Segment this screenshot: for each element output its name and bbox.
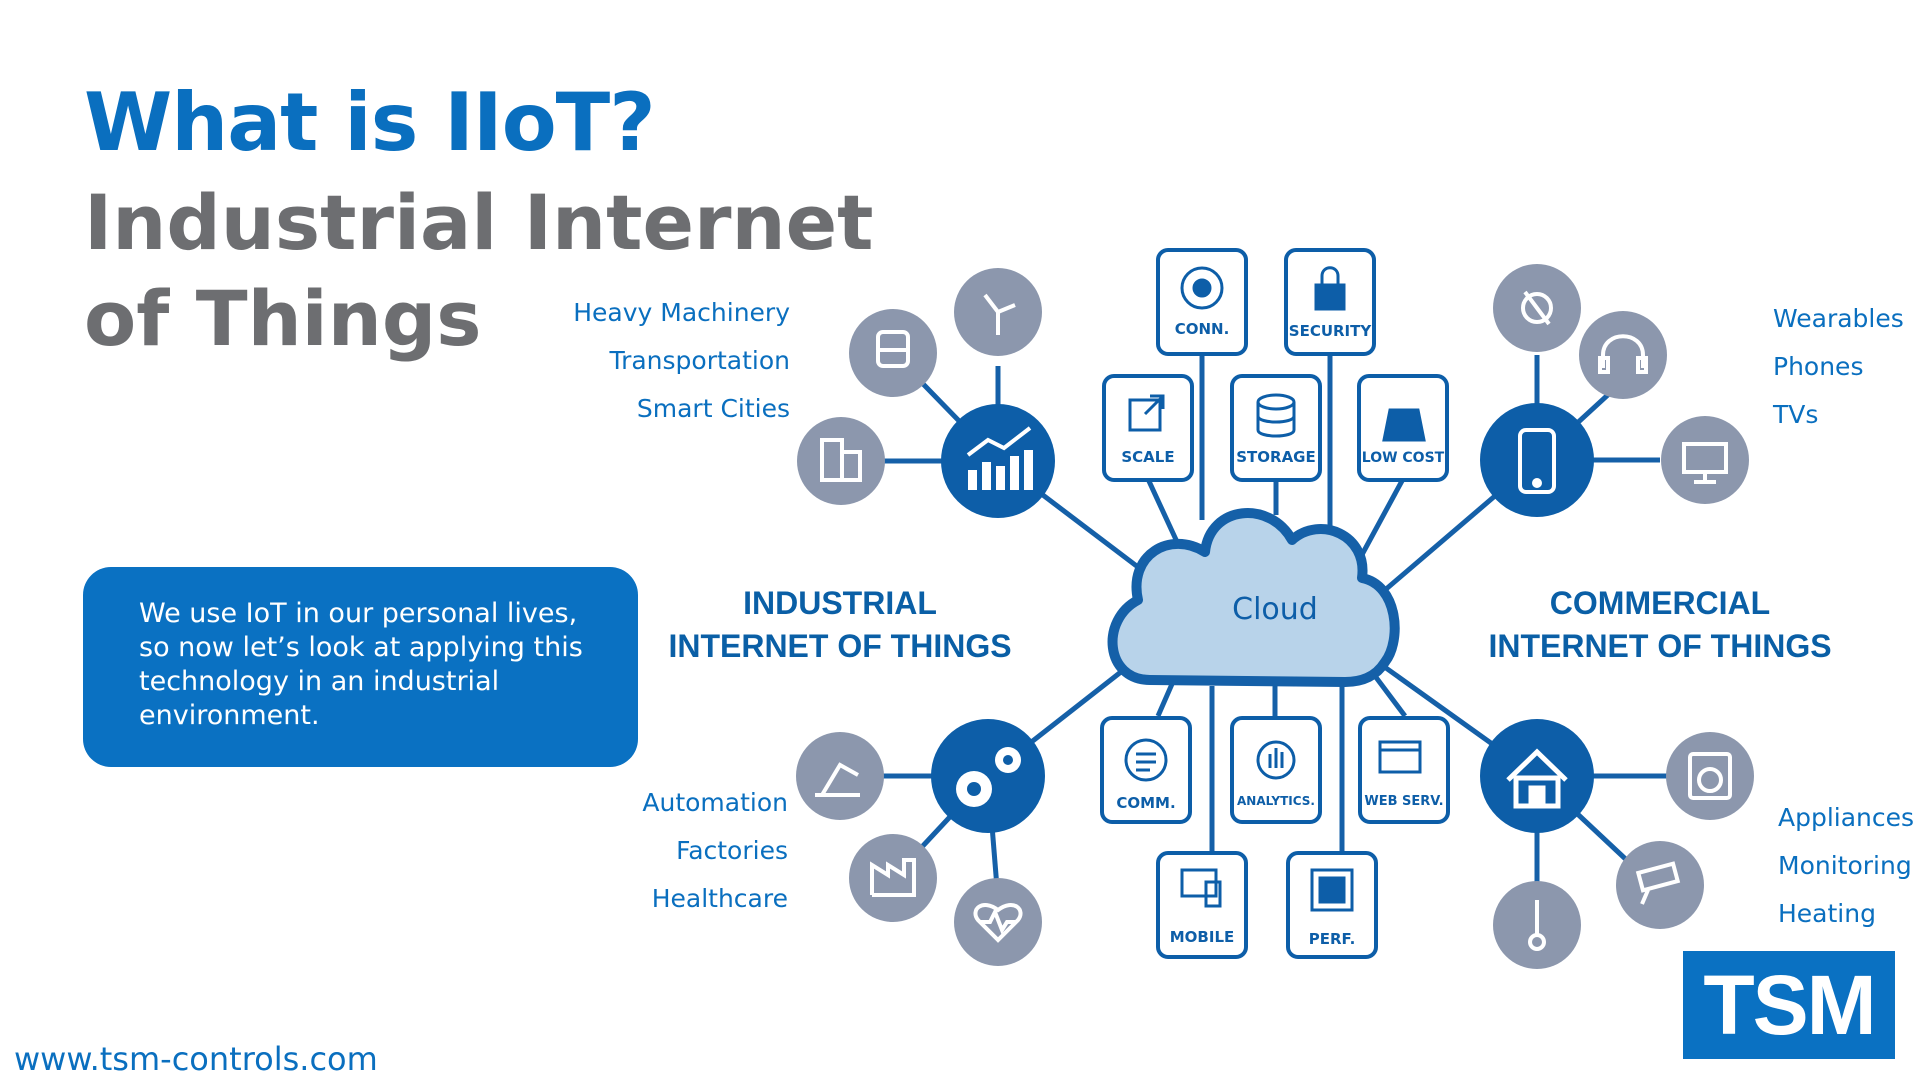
- heart-monitor-icon: [973, 903, 1023, 943]
- gears-icon: [956, 747, 1021, 807]
- label-heavy-machinery: Heavy Machinery: [573, 298, 790, 327]
- label-tvs: TVs: [1773, 400, 1819, 429]
- box-label-mobile: MOBILE: [1169, 928, 1235, 946]
- tsm-logo: TSM: [1683, 951, 1895, 1059]
- label-automation: Automation: [642, 788, 788, 817]
- headphones-icon: [1598, 334, 1648, 374]
- box-label-low-cost: LOW COST: [1361, 450, 1445, 466]
- page-title: What is IIoT?: [84, 76, 656, 169]
- phone-icon: [1518, 428, 1556, 494]
- label-smart-cities: Smart Cities: [636, 394, 790, 423]
- box-label-comm: COMM.: [1116, 794, 1176, 812]
- analytics-icon: [1256, 740, 1296, 780]
- network-icon: [1180, 266, 1224, 310]
- industrial-heading-line-2: INTERNET OF THINGS: [668, 628, 1012, 664]
- security-camera-icon: [1635, 861, 1681, 905]
- devices-icon: [1180, 868, 1222, 908]
- label-wearables: Wearables: [1773, 304, 1904, 333]
- external-link-icon: [1128, 394, 1165, 432]
- box-label-web-serv: WEB SERV.: [1364, 794, 1444, 809]
- subtitle-line-1: Industrial Internet: [84, 178, 874, 267]
- train-icon: [876, 330, 910, 368]
- commercial-heading-line-2: INTERNET OF THINGS: [1488, 628, 1832, 664]
- cloud-boxes: [1100, 248, 1450, 959]
- label-phones: Phones: [1773, 352, 1864, 381]
- chip-icon: [1310, 868, 1354, 912]
- box-label-conn: CONN.: [1174, 320, 1230, 338]
- house-icon: [1506, 748, 1568, 809]
- label-transportation: Transportation: [609, 346, 790, 375]
- api-icon: [1378, 740, 1422, 774]
- cloud-box-icons: [1124, 266, 1426, 912]
- money-bag-icon: [1382, 408, 1426, 442]
- commercial-heading-line-1: COMMERCIAL: [1549, 585, 1771, 621]
- box-label-security: SECURITY: [1288, 322, 1372, 340]
- box-label-analytics: ANALYTICS.: [1237, 794, 1315, 808]
- smartwatch-icon: [1521, 290, 1553, 326]
- factory-icon: [870, 858, 916, 897]
- industrial-heading-line-1: INDUSTRIAL: [743, 585, 937, 621]
- commercial-iot-heading: COMMERCIAL INTERNET OF THINGS: [1480, 582, 1840, 668]
- label-monitoring: Monitoring: [1778, 851, 1912, 880]
- label-healthcare: Healthcare: [651, 884, 788, 913]
- spoke-icons: [815, 290, 1732, 951]
- subtitle-line-2: of Things: [84, 274, 482, 363]
- thermometer-icon: [1528, 900, 1546, 951]
- buildings-icon: [820, 438, 862, 482]
- spokes: [796, 264, 1754, 969]
- box-label-storage: STORAGE: [1236, 448, 1316, 466]
- page-subtitle: Industrial Internet of Things: [84, 175, 874, 367]
- callout-box: We use IoT in our personal lives, so now…: [83, 567, 638, 767]
- robot-arm-icon: [815, 762, 860, 797]
- industrial-iot-heading: INDUSTRIAL INTERNET OF THINGS: [660, 582, 1020, 668]
- callout-text: We use IoT in our personal lives, so now…: [139, 598, 583, 731]
- database-icon: [1256, 393, 1296, 438]
- washing-machine-icon: [1688, 752, 1732, 800]
- wind-turbine-icon: [983, 293, 1016, 335]
- bar-chart-icon: [966, 426, 1033, 490]
- box-label-perf: PERF.: [1308, 930, 1356, 948]
- monitor-icon: [1682, 442, 1728, 484]
- website-link[interactable]: www.tsm-controls.com: [14, 1040, 378, 1078]
- chat-bubble-icon: [1124, 738, 1168, 782]
- label-heating: Heating: [1778, 899, 1876, 928]
- lock-icon: [1314, 266, 1346, 311]
- label-factories: Factories: [676, 836, 788, 865]
- cloud-label: Cloud: [1232, 592, 1318, 627]
- label-appliances: Appliances: [1778, 803, 1915, 832]
- box-label-scale: SCALE: [1121, 448, 1175, 466]
- cloud-shape: [1107, 508, 1400, 687]
